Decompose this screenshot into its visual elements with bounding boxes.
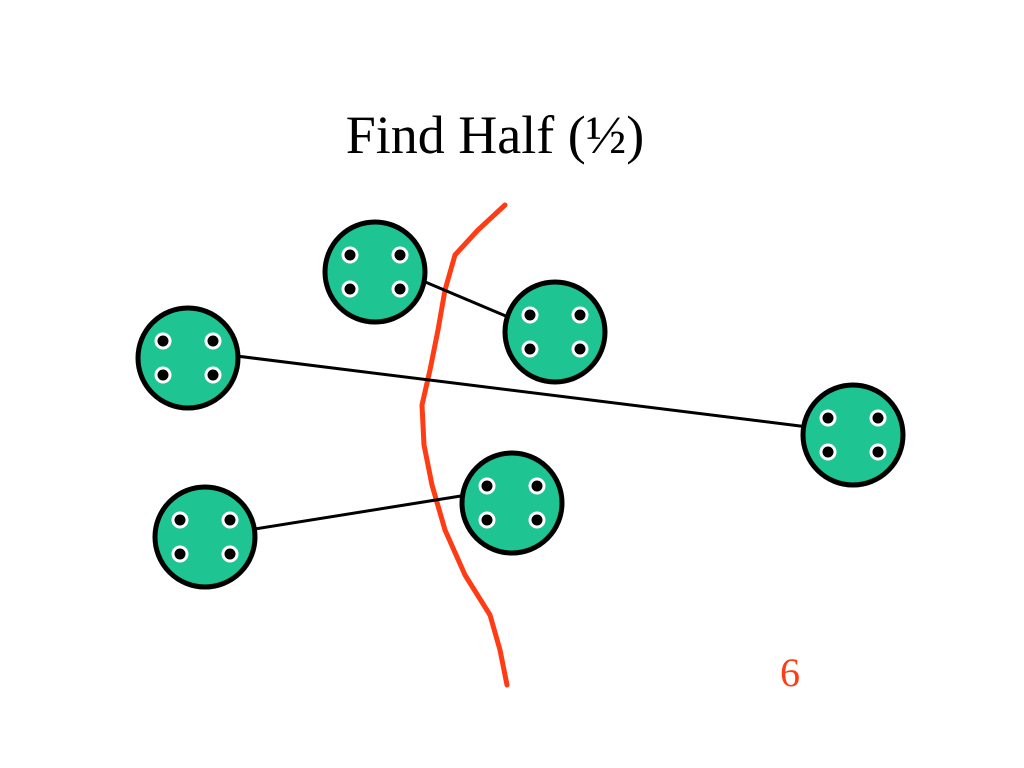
node-c	[135, 305, 241, 411]
node-dot-icon	[869, 409, 887, 427]
node-dot-icon	[528, 511, 546, 529]
node-e	[459, 450, 565, 556]
node-dot-icon	[221, 545, 239, 563]
node-circle	[459, 450, 565, 556]
node-dot-icon	[478, 511, 496, 529]
node-dot-icon	[171, 511, 189, 529]
node-dot-icon	[171, 545, 189, 563]
nodes-layer	[135, 219, 906, 590]
node-dot-icon	[391, 246, 409, 264]
node-dot-icon	[154, 366, 172, 384]
node-dot-icon	[521, 340, 539, 358]
node-dot-icon	[819, 443, 837, 461]
node-dot-icon	[528, 477, 546, 495]
node-a	[322, 219, 428, 325]
node-b	[502, 279, 608, 385]
node-dot-icon	[478, 477, 496, 495]
partition-curve	[419, 202, 510, 688]
node-dot-icon	[869, 443, 887, 461]
node-circle	[322, 219, 428, 325]
page-number: 6	[780, 650, 800, 695]
node-circle	[800, 382, 906, 488]
node-dot-icon	[204, 332, 222, 350]
node-dot-icon	[341, 246, 359, 264]
node-dot-icon	[819, 409, 837, 427]
node-dot-icon	[221, 511, 239, 529]
node-dot-icon	[521, 306, 539, 324]
node-circle	[152, 484, 258, 590]
node-dot-icon	[571, 306, 589, 324]
node-circle	[502, 279, 608, 385]
node-dot-icon	[154, 332, 172, 350]
node-circle	[135, 305, 241, 411]
edge-c-d	[187, 348, 809, 429]
node-dot-icon	[391, 280, 409, 298]
slide-title: Find Half (½)	[345, 105, 645, 165]
node-dot-icon	[204, 366, 222, 384]
node-dot-icon	[571, 340, 589, 358]
node-f	[152, 484, 258, 590]
node-dot-icon	[341, 280, 359, 298]
node-d	[800, 382, 906, 488]
